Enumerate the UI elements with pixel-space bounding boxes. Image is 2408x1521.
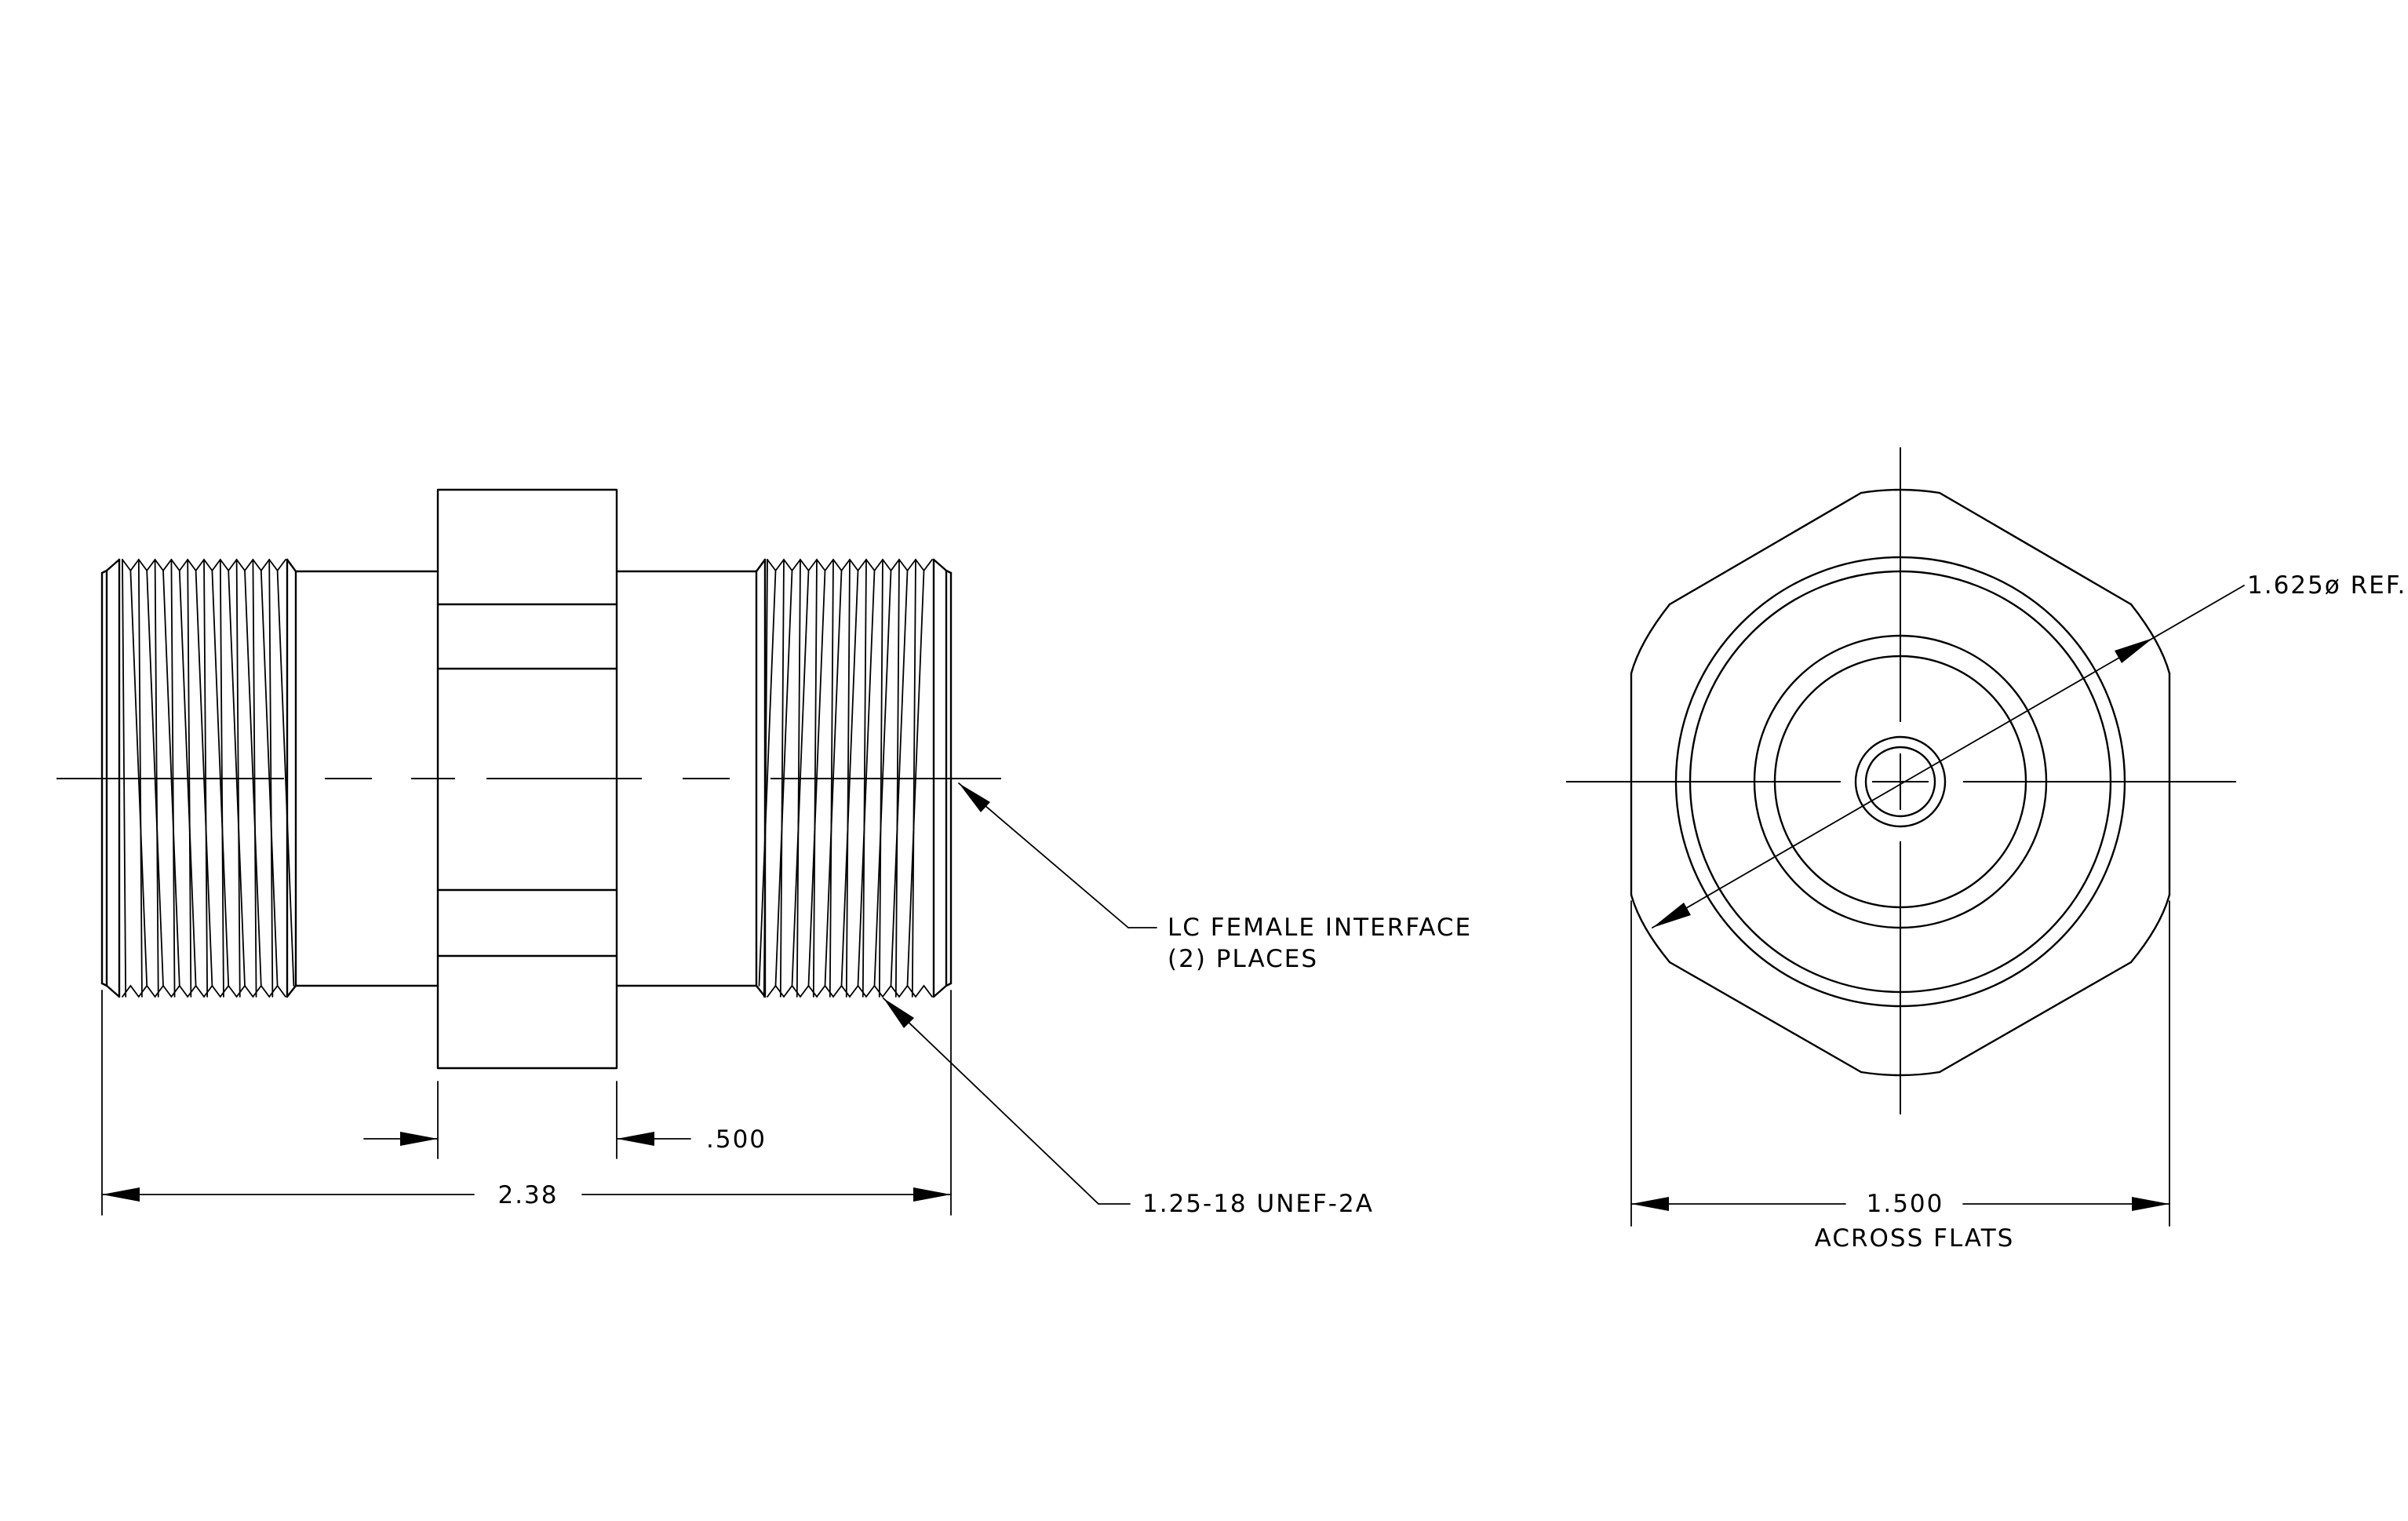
leader-thread-spec: 1.25-18 UNEF-2A [883, 998, 1374, 1218]
thread-helix-line [807, 570, 826, 987]
thread-root-line [170, 559, 176, 998]
thread-root-line [122, 559, 127, 998]
thread-helix-line [146, 570, 164, 987]
leader-interface: LC FEMALE INTERFACE (2) PLACES [958, 782, 1472, 973]
thread-spec-note: 1.25-18 UNEF-2A [1142, 1190, 1374, 1218]
thread-helix-line [857, 570, 876, 987]
interface-note-line2: (2) PLACES [1168, 945, 1318, 973]
dim-overall-length-label: 2.38 [497, 1181, 558, 1209]
thread-root-line [763, 559, 768, 998]
dim-hex-offset-label: .500 [706, 1125, 767, 1154]
end-view: 1.625ø REF. 1.500 ACROSS FLATS [1566, 447, 2406, 1253]
thread-root-line [812, 559, 818, 998]
right-thread-crests [758, 558, 933, 998]
across-flats-value: 1.500 [1867, 1190, 1944, 1218]
thread-crest-bottom [767, 984, 933, 998]
thread-root-line [829, 559, 834, 998]
thread-root-line [796, 559, 801, 998]
dimension-hex-offset: .500 [363, 1125, 767, 1154]
thread-helix-line [276, 570, 295, 987]
hex-outline [1630, 488, 2171, 1077]
thread-root-line [187, 559, 192, 998]
left-body [294, 570, 439, 987]
thread-root-line [894, 559, 900, 998]
thread-helix-line [129, 570, 148, 987]
thread-helix-line [228, 570, 246, 987]
thread-root-line [845, 559, 851, 998]
side-view-extension-lines [101, 990, 952, 1216]
right-threaded-end [755, 558, 953, 998]
across-flats-note: ACROSS FLATS [1815, 1224, 2015, 1253]
thread-helix-line [211, 570, 230, 987]
thread-root-line [203, 559, 209, 998]
thread-helix-line [162, 570, 180, 987]
dimension-diameter-ref: 1.625ø REF. [1652, 571, 2406, 928]
diameter-ref-label: 1.625ø REF. [2247, 571, 2406, 600]
thread-helix-line [758, 570, 777, 987]
left-thread-crests [122, 558, 295, 998]
thread-root-line [154, 559, 159, 998]
thread-helix-line [906, 570, 925, 987]
right-body [615, 570, 758, 987]
thread-root-line [252, 559, 257, 998]
thread-helix-line [890, 570, 909, 987]
dimension-across-flats: 1.500 ACROSS FLATS [1630, 900, 2170, 1253]
thread-crest-bottom [122, 984, 286, 998]
thread-root-line [235, 559, 241, 998]
thread-helix-line [244, 570, 262, 987]
thread-root-line [911, 559, 916, 998]
end-view-centerlines [1566, 447, 2236, 1114]
interface-note-line1: LC FEMALE INTERFACE [1168, 914, 1472, 942]
thread-root-line [268, 559, 274, 998]
thread-helix-line [873, 570, 892, 987]
thread-helix-line [824, 570, 843, 987]
thread-root-line [219, 559, 224, 998]
hex-body [436, 488, 618, 1070]
thread-root-line [137, 559, 143, 998]
thread-helix-line [774, 570, 793, 987]
thread-root-line [878, 559, 883, 998]
thread-helix-line [260, 570, 279, 987]
thread-root-line [862, 559, 867, 998]
side-view: .500 2.38 LC FEMALE INTERFACE (2) PLACES… [56, 488, 1472, 1218]
thread-helix-line [791, 570, 810, 987]
thread-helix-line [195, 570, 213, 987]
left-threaded-end [100, 558, 297, 998]
dimension-overall-length: 2.38 [101, 1181, 952, 1209]
thread-root-line [779, 559, 785, 998]
thread-helix-line [840, 570, 859, 987]
thread-helix-line [178, 570, 197, 987]
